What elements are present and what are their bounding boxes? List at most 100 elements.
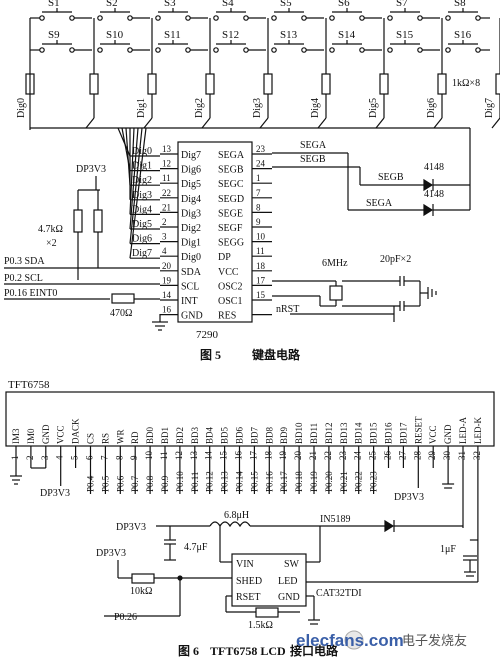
fig6-caption-tail: 接口电路 — [290, 643, 339, 658]
pullup-resistor — [437, 73, 447, 95]
crystal-body — [329, 285, 343, 301]
switch-contact — [359, 15, 365, 21]
switch-contact — [329, 47, 335, 53]
chip-right-pin-number: 17 — [256, 275, 266, 285]
wire — [317, 117, 327, 129]
switch-contact — [127, 15, 133, 21]
chip-right-pin-number: 15 — [256, 290, 266, 300]
lcd-pin-name: VCC — [428, 425, 438, 444]
lcd-pin-number: 9 — [129, 455, 139, 460]
diode-a-seg: SEGA — [366, 198, 393, 209]
lcd-pin-name: GND — [443, 424, 453, 444]
diode-arrow — [384, 519, 395, 533]
lcd-supply-right: DP3V3 — [394, 492, 424, 503]
lcd-pin-number: 2 — [25, 456, 35, 461]
digit-line-label: Dig7 — [484, 98, 495, 118]
watermark-logo-icon — [344, 630, 364, 650]
switch-contact — [271, 47, 277, 53]
diode-b-seg: SEGB — [378, 172, 404, 183]
lcd-pin-name: BD2 — [175, 427, 185, 444]
chip-right-pin-name: OSC1 — [218, 296, 242, 307]
lcd-pin-number: 26 — [383, 451, 393, 461]
switch-contact — [417, 47, 423, 53]
lcd-pin-name: IM3 — [11, 428, 21, 444]
wire — [143, 117, 153, 129]
chip-left-pin-number: 3 — [162, 232, 167, 242]
pullup-resistor — [25, 73, 35, 95]
lcd-pin-number: 18 — [263, 451, 273, 461]
chip-left-pin-number: 13 — [162, 144, 172, 154]
lcd-pin-name: WR — [115, 430, 125, 445]
lcd-pin-name: BD9 — [279, 426, 289, 444]
pullup-resistor — [379, 73, 389, 95]
diode-arrow-b — [423, 178, 434, 192]
chip-right-pin-number: 1 — [256, 173, 261, 183]
chip-left-pin-number: 16 — [162, 305, 172, 315]
switch-label: S8 — [454, 0, 466, 9]
lcd-pin-number: 25 — [368, 451, 378, 461]
lcd-pin-name: LED-A — [458, 417, 468, 444]
chip-right-pin-number: 7 — [256, 188, 261, 198]
switch-label: S10 — [106, 29, 124, 41]
diode-b-part: 4148 — [424, 162, 444, 173]
lcd-pin-name: BD13 — [339, 422, 349, 444]
chip-right-pin-name: SEGG — [218, 238, 244, 249]
lcd-connector-body — [5, 391, 495, 447]
wire — [129, 127, 147, 259]
ic-name: CAT32TDI — [316, 588, 362, 599]
chip-right-pin-name: SEGD — [218, 194, 244, 205]
digit-line-label: Dig2 — [194, 98, 205, 118]
chip-right-pin-name: SEGA — [218, 150, 245, 161]
digit-line-label: Dig6 — [426, 98, 437, 118]
outer-dig-label: Dig4 — [132, 204, 152, 215]
chip-left-pin-number: 19 — [162, 275, 172, 285]
pullup-sda — [73, 209, 83, 233]
chip-left-pin-number: 22 — [162, 188, 171, 198]
chip-left-pin-name: INT — [181, 296, 198, 307]
chip-left-pin-number: 14 — [162, 290, 172, 300]
diode-label: IN5189 — [320, 514, 351, 525]
lcd-pin-name: RD — [130, 431, 140, 444]
lcd-pin-number: 17 — [248, 451, 258, 461]
supply-label: DP3V3 — [76, 164, 106, 175]
lcd-pin-name: BD4 — [205, 426, 215, 444]
diode-arrow-a — [423, 203, 434, 217]
watermark-cn: 电子发烧友 — [402, 633, 467, 648]
chip-right-pin-number: 11 — [256, 246, 265, 256]
res-10k-value: 10kΩ — [130, 586, 152, 597]
switch-contact — [243, 47, 249, 53]
lcd-pin-number: 5 — [70, 455, 80, 460]
lcd-pin-name: BD7 — [249, 426, 259, 444]
switch-contact — [213, 15, 219, 21]
switch-contact — [185, 47, 191, 53]
chip-left-pin-number: 12 — [162, 159, 171, 169]
chip-right-pin-name: OSC2 — [218, 281, 242, 292]
bottom-supply: DP3V3 — [96, 548, 126, 559]
chip-left-pin-number: 21 — [162, 202, 171, 212]
switch-contact — [97, 47, 103, 53]
pullup-resistor — [205, 73, 215, 95]
lcd-pin-name: DACK — [71, 418, 81, 444]
switch-label: S16 — [454, 29, 472, 41]
lcd-pin-number: 19 — [278, 451, 288, 461]
lcd-pin-number: 3 — [40, 455, 50, 460]
digit-line-label: Dig4 — [310, 98, 321, 118]
switch-contact — [69, 47, 75, 53]
diode-a-part: 4148 — [424, 189, 444, 200]
lcd-pin-name: BD15 — [369, 422, 379, 444]
switch-label: S4 — [222, 0, 234, 9]
pullup-resistor — [263, 73, 273, 95]
switch-contact — [475, 47, 481, 53]
lcd-pin-name: BD3 — [190, 426, 200, 444]
lcd-pin-number: 13 — [189, 451, 199, 461]
lcd-pin-name: CS — [86, 433, 96, 444]
wire — [85, 117, 95, 129]
int-resistor-value: 470Ω — [110, 308, 132, 319]
lcd-pin-number: 11 — [159, 451, 169, 460]
inductor-coil — [209, 521, 251, 528]
chip-left-pin-number: 11 — [162, 173, 171, 183]
switch-contact — [417, 15, 423, 21]
switch-contact — [213, 47, 219, 53]
chip-left-pin-name: Dig5 — [181, 179, 201, 190]
chip-left-pin-name: Dig0 — [181, 252, 201, 263]
